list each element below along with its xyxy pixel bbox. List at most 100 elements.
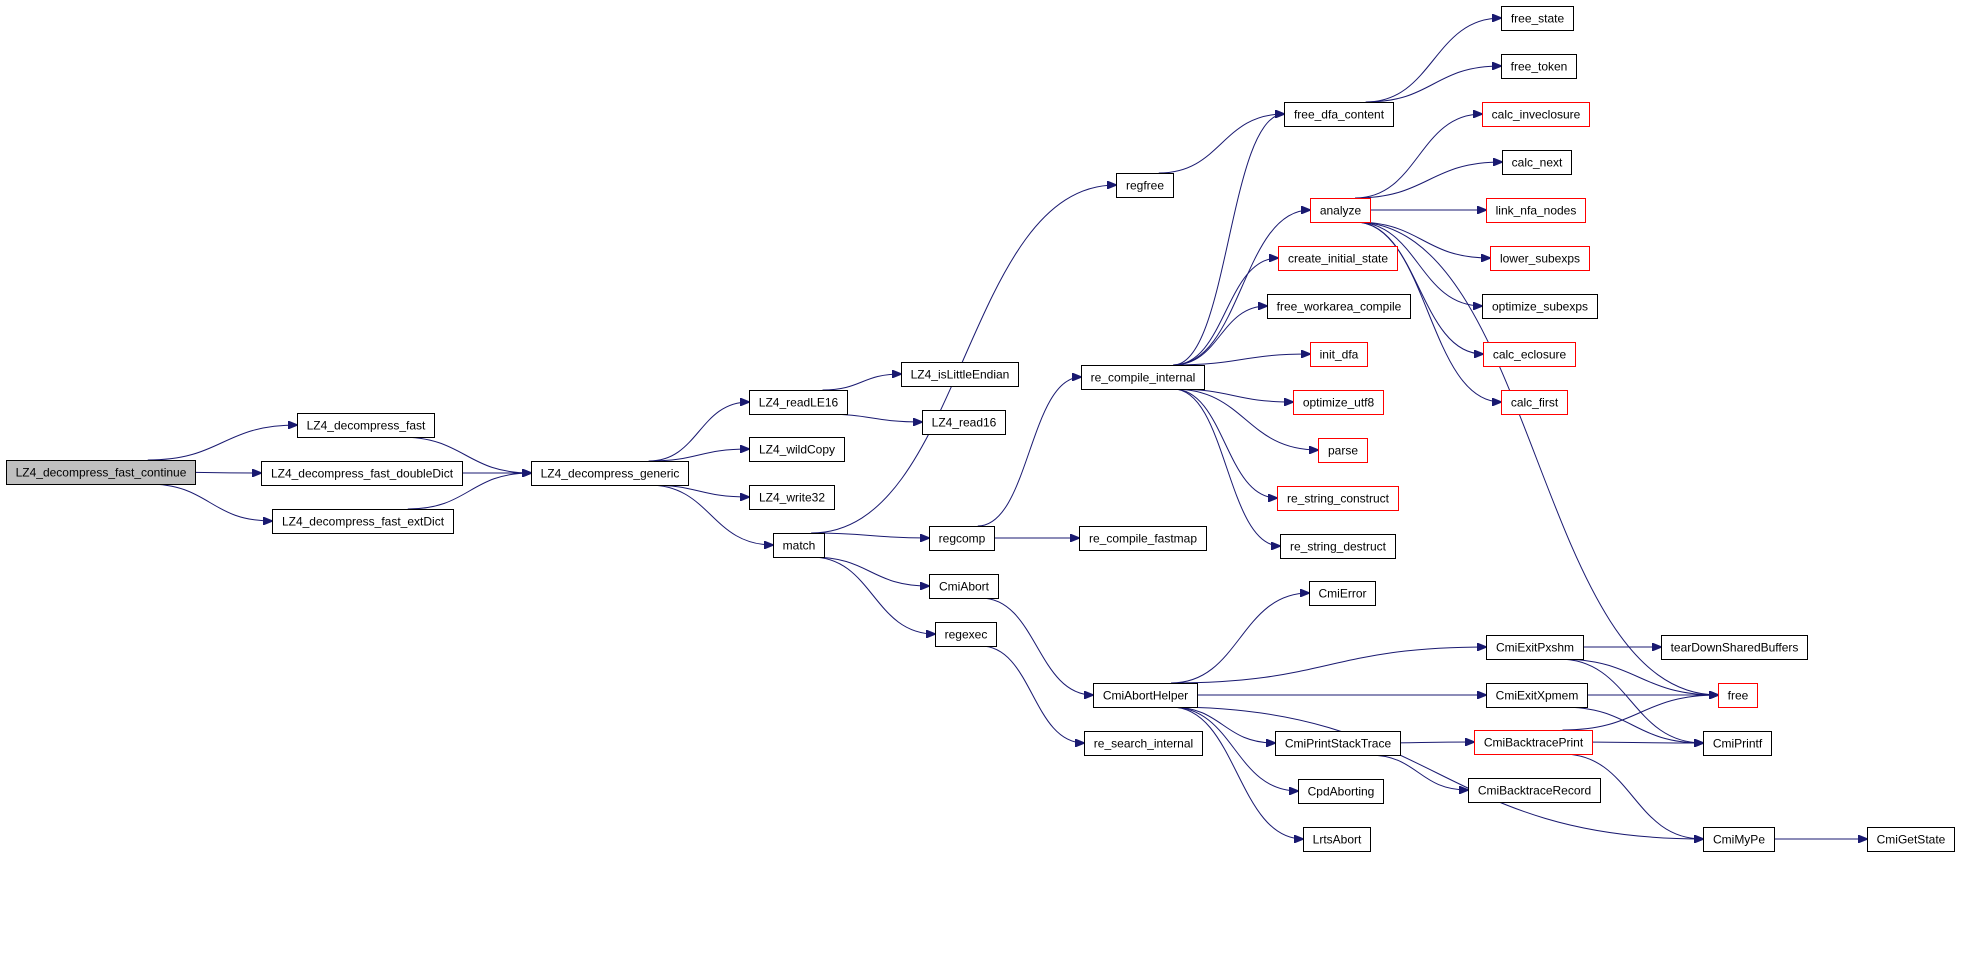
edge-exitpxshm-to-free [1558,658,1718,695]
node-box [1482,102,1590,127]
node-re-string-construct[interactable]: re_string_construct [1277,486,1399,511]
node-label: re_compile_fastmap [1089,532,1197,546]
node-box [1501,54,1577,79]
node-lz4-islittleendian[interactable]: LZ4_isLittleEndian [901,362,1019,387]
node-box [1468,778,1601,803]
node-cmibacktracerecord[interactable]: CmiBacktraceRecord [1468,778,1601,803]
node-cmiabort[interactable]: CmiAbort [929,574,999,599]
edge-recompint-to-parse [1173,388,1318,450]
node-parse[interactable]: parse [1318,438,1368,463]
edge-match-to-regfree [811,185,1116,534]
node-lz4-write32[interactable]: LZ4_write32 [749,485,835,510]
node-label: free_workarea_compile [1277,300,1402,314]
node-cmiexitpxshm[interactable]: CmiExitPxshm [1486,635,1584,660]
node-re-string-destruct[interactable]: re_string_destruct [1280,534,1396,559]
node-optimize-utf8[interactable]: optimize_utf8 [1293,390,1384,415]
node-free-dfa-content[interactable]: free_dfa_content [1284,102,1394,127]
edge-analyze-to-calcnext [1354,162,1502,199]
node-lz4-wildcopy[interactable]: LZ4_wildCopy [749,437,845,462]
node-box [1275,731,1401,756]
edge-recompint-to-initdfa [1173,354,1310,366]
node-box [272,509,454,534]
node-box [1867,827,1955,852]
node-calc-eclosure[interactable]: calc_eclosure [1483,342,1576,367]
node-calc-next[interactable]: calc_next [1502,150,1572,175]
node-label: LZ4_decompress_fast [307,419,426,433]
node-box [1318,438,1368,463]
node-label: regcomp [939,532,986,546]
edge-recompint-to-analyze [1173,210,1310,366]
node-free-state[interactable]: free_state [1501,6,1574,31]
edge-cmiaborthelper-to-cpdabort [1170,706,1298,791]
node-box [1293,390,1384,415]
node-regfree[interactable]: regfree [1116,173,1174,198]
node-lz4-read16[interactable]: LZ4_read16 [922,410,1006,435]
node-lz4-readle16[interactable]: LZ4_readLE16 [749,390,848,415]
node-regcomp[interactable]: regcomp [929,526,995,551]
edge-root-to-fast [147,425,297,461]
node-box [1309,581,1376,606]
node-match[interactable]: match [773,533,825,558]
node-cmigetstate[interactable]: CmiGetState [1867,827,1955,852]
node-optimize-subexps[interactable]: optimize_subexps [1482,294,1598,319]
node-box [1303,827,1371,852]
node-cmiprintf[interactable]: CmiPrintf [1703,731,1772,756]
node-label: LZ4_isLittleEndian [911,368,1010,382]
edge-match-to-cmiabort [811,556,929,586]
edge-analyze-to-calcecl [1354,221,1483,354]
node-cmierror[interactable]: CmiError [1309,581,1376,606]
node-cpdaborting[interactable]: CpdAborting [1298,779,1384,804]
node-lrtsabort[interactable]: LrtsAbort [1303,827,1371,852]
node-lz4-decompress-generic[interactable]: LZ4_decompress_generic [531,461,689,486]
node-lz4-decompress-fast-doubledict[interactable]: LZ4_decompress_fast_doubleDict [261,461,463,486]
node-label: LZ4_decompress_fast_doubleDict [271,467,454,481]
node-cmiaborthelper[interactable]: CmiAbortHelper [1093,683,1198,708]
node-free-workarea-compile[interactable]: free_workarea_compile [1267,294,1411,319]
edge-cmiaborthelper-to-exitpxshm [1170,647,1486,684]
edge-freedfa-to-freestate [1365,18,1501,103]
node-cmimype[interactable]: CmiMyPe [1703,827,1775,852]
node-link-nfa-nodes[interactable]: link_nfa_nodes [1486,198,1586,223]
node-teardownsharedbuffers[interactable]: tearDownSharedBuffers [1661,635,1808,660]
node-box [261,461,463,486]
node-label: CmiBacktraceRecord [1478,784,1591,798]
node-label: calc_inveclosure [1492,108,1581,122]
node-label: re_string_destruct [1290,540,1387,554]
node-box [1084,731,1203,756]
node-re-search-internal[interactable]: re_search_internal [1084,731,1203,756]
edge-readle16-to-islittle [822,374,902,391]
node-box [1284,102,1394,127]
node-box [749,390,848,415]
node-cmiexitxpmem[interactable]: CmiExitXpmem [1486,683,1588,708]
node-cmiprintstacktrace[interactable]: CmiPrintStackTrace [1275,731,1401,756]
node-lower-subexps[interactable]: lower_subexps [1490,246,1590,271]
node-box [1474,730,1593,755]
node-label: create_initial_state [1288,252,1388,266]
node-lz4-decompress-fast[interactable]: LZ4_decompress_fast [297,413,435,438]
node-box [1703,827,1775,852]
node-re-compile-fastmap[interactable]: re_compile_fastmap [1079,526,1207,551]
node-box [1703,731,1772,756]
node-calc-inveclosure[interactable]: calc_inveclosure [1482,102,1590,127]
node-re-compile-internal[interactable]: re_compile_internal [1081,365,1205,390]
node-label: free [1728,689,1749,703]
node-create-initial-state[interactable]: create_initial_state [1278,246,1398,271]
node-calc-first[interactable]: calc_first [1501,390,1568,415]
node-analyze[interactable]: analyze [1310,198,1371,223]
node-regexec[interactable]: regexec [935,622,997,647]
node-free-token[interactable]: free_token [1501,54,1577,79]
node-lz4-decompress-fast-continue[interactable]: LZ4_decompress_fast_continue [6,460,196,485]
node-label: CmiError [1319,587,1367,601]
node-label: LZ4_decompress_generic [541,467,680,481]
node-box [531,461,689,486]
node-label: LZ4_decompress_fast_extDict [282,515,445,529]
node-box [749,485,835,510]
node-free[interactable]: free [1718,683,1758,708]
node-init-dfa[interactable]: init_dfa [1310,342,1368,367]
node-label: re_compile_internal [1091,371,1196,385]
node-cmibacktraceprint[interactable]: CmiBacktracePrint [1474,730,1593,755]
node-label: LZ4_decompress_fast_continue [16,466,187,480]
edge-cmiaborthelper-to-mype [1170,706,1703,839]
node-box [1277,486,1399,511]
node-lz4-decompress-fast-extdict[interactable]: LZ4_decompress_fast_extDict [272,509,454,534]
